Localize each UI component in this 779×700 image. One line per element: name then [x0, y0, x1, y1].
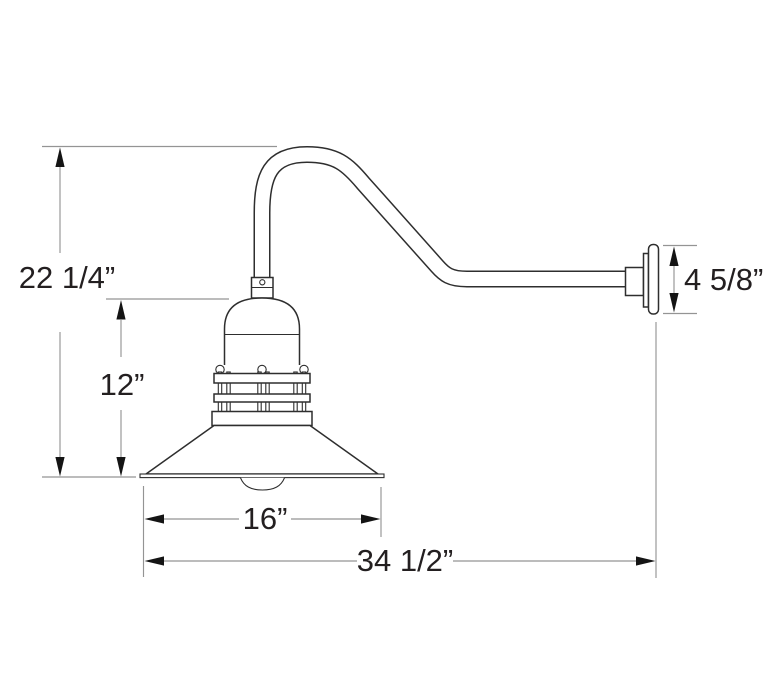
- stem-connector: [250, 276, 274, 299]
- dimension-overall-height: [42, 145, 277, 478]
- lamp-cap: [223, 297, 301, 365]
- dimension-lamp-height: [106, 298, 229, 477]
- arrow-up-icon: [669, 246, 679, 266]
- wall-connector: [624, 266, 645, 297]
- light-fixture: [139, 145, 660, 491]
- arrow-down-icon: [669, 293, 679, 313]
- guard-band-middle: [213, 393, 311, 403]
- gooseneck-tube-fill: [255, 147, 634, 292]
- light-bulb: [239, 477, 286, 491]
- shade-rim: [139, 473, 385, 479]
- dimension-label-overall-projection: 34 1/2”: [357, 543, 454, 578]
- arrow-up-icon: [116, 300, 126, 320]
- wire-guard: [211, 364, 313, 427]
- arrow-down-icon: [55, 457, 65, 477]
- shade-cone: [143, 424, 381, 475]
- guard-band-bottom: [211, 410, 313, 427]
- wall-backplate: [647, 243, 660, 315]
- dimension-label-overall-height: 22 1/4”: [19, 260, 116, 295]
- arrow-right-icon: [636, 556, 656, 566]
- dimension-labels: 22 1/4” 12” 4 5/8” 16” 34 1/2”: [19, 260, 764, 578]
- wall-mount: [624, 243, 660, 315]
- dimension-backplate-height: [663, 244, 697, 315]
- set-screw-icon: [259, 279, 266, 286]
- arrow-left-icon: [144, 514, 164, 524]
- dimension-label-lamp-height: 12”: [100, 367, 145, 402]
- arrow-left-icon: [144, 556, 164, 566]
- dimension-overall-projection: [144, 322, 657, 578]
- dimension-shade-width: [142, 486, 382, 577]
- arrow-right-icon: [361, 514, 381, 524]
- shade: [139, 424, 385, 491]
- cap-dome: [223, 297, 301, 365]
- gooseneck-arm: [253, 145, 634, 292]
- arrow-up-icon: [55, 147, 65, 167]
- dimension-label-shade-width: 16”: [243, 501, 288, 536]
- guard-band-top: [213, 372, 311, 384]
- dimension-label-backplate-height: 4 5/8”: [684, 262, 763, 297]
- arrow-down-icon: [116, 457, 126, 477]
